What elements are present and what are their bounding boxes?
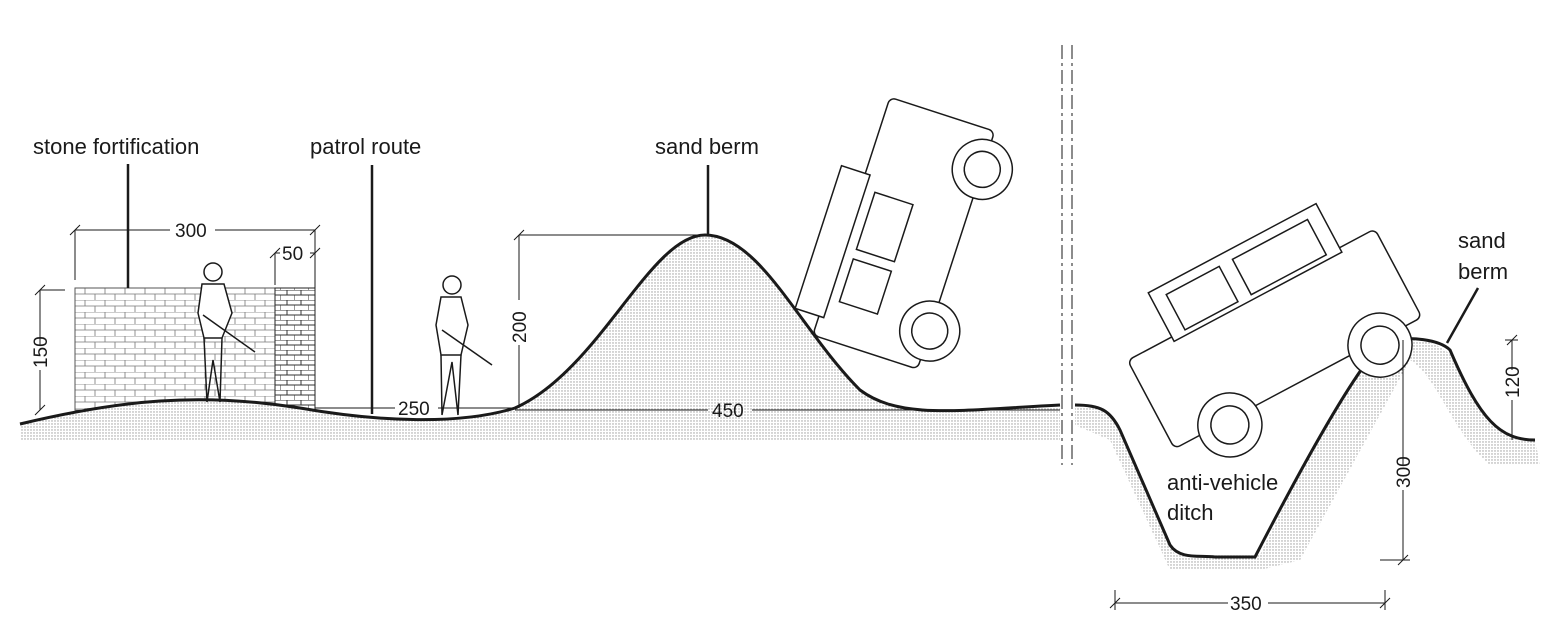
label-sand-berm: sand berm: [655, 134, 759, 159]
ground-line: [19, 233, 1061, 426]
vehicle-climbing: [1128, 202, 1421, 458]
dim-berm-height: 200: [510, 311, 531, 343]
dim-berm2-height: 120: [1503, 366, 1524, 398]
stone-wall: [74, 287, 276, 411]
label-sand-berm-2-line1: sand: [1458, 228, 1506, 253]
vehicle-tipping: [794, 98, 1014, 369]
label-ditch-line2: ditch: [1167, 500, 1213, 525]
sand-fill: [20, 235, 1540, 570]
label-stone-fortification: stone fortification: [33, 134, 199, 159]
dim-ditch-width: 350: [1230, 594, 1262, 615]
dim-pillar-width: 50: [282, 244, 303, 265]
dimension-lines: [34, 224, 1518, 610]
dim-wall-width: 300: [175, 221, 207, 242]
dim-wall-height: 150: [31, 336, 52, 368]
label-sand-berm-2-line2: berm: [1458, 259, 1508, 284]
stone-pillar: [274, 287, 316, 411]
ditch-ground-line: [1074, 337, 1536, 559]
soldier-figure: [197, 262, 256, 403]
label-ditch-line1: anti-vehicle: [1167, 470, 1278, 495]
leader-berm2: [1445, 287, 1480, 344]
dim-ditch-depth: 300: [1394, 456, 1415, 488]
dim-patrol-width: 250: [398, 399, 430, 420]
dim-berm-width: 450: [712, 401, 744, 422]
soldier-figure: [435, 275, 493, 416]
label-patrol-route: patrol route: [310, 134, 421, 159]
